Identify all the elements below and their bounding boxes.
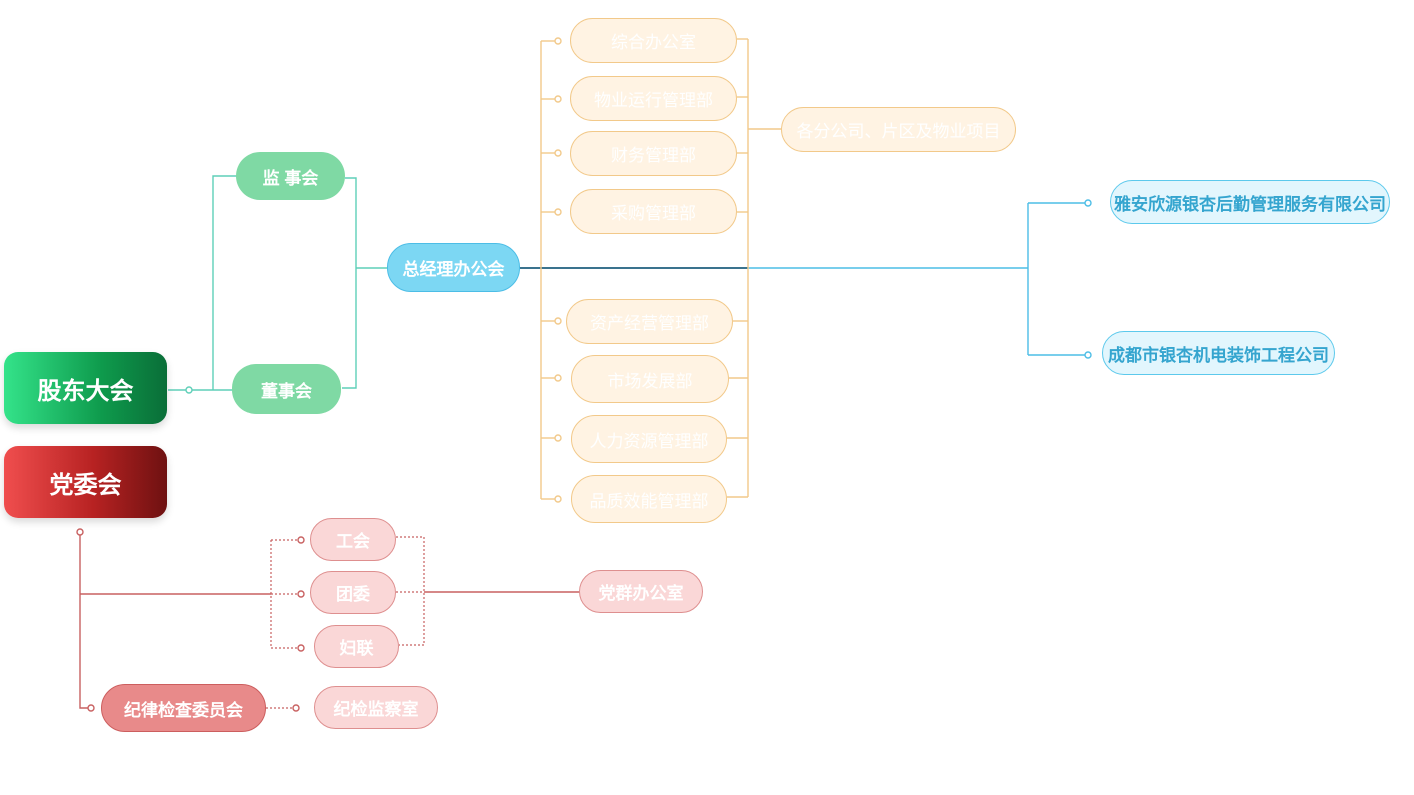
shareholders-meeting-node[interactable]: 股东大会 [4, 352, 167, 424]
department-node[interactable]: 采购管理部 [570, 189, 737, 234]
board-of-supervisors-node[interactable]: 监 事会 [236, 152, 345, 200]
party-junction-dots [76, 528, 305, 712]
subsidiary-label: 雅安欣源银杏后勤管理服务有限公司 [1114, 194, 1386, 214]
party-mass-office-label: 党群办公室 [598, 584, 684, 603]
junction-dot [185, 386, 193, 394]
party-connectors [79, 535, 580, 709]
party-dotted-connectors [266, 536, 425, 709]
department-label: 资产经营管理部 [590, 314, 709, 333]
department-label: 品质效能管理部 [589, 491, 709, 511]
womens-federation-label: 妇联 [339, 639, 374, 658]
trade-union-label: 工会 [336, 532, 370, 551]
discipline-office-label: 纪检监察室 [333, 700, 419, 719]
department-label: 市场发展部 [607, 371, 693, 391]
junction-dot [1084, 351, 1092, 359]
trade-union-node[interactable]: 工会 [310, 518, 396, 561]
discipline-committee-node[interactable]: 纪律检查委员会 [101, 684, 266, 732]
discipline-committee-label: 纪律检查委员会 [124, 700, 243, 720]
department-label: 采购管理部 [611, 204, 696, 223]
department-label: 财务管理部 [611, 146, 696, 165]
board-of-directors-node[interactable]: 董事会 [232, 364, 341, 414]
branches-label: 各分公司、片区及物业项目 [796, 122, 1001, 141]
subsidiary-node[interactable]: 雅安欣源银杏后勤管理服务有限公司 [1110, 180, 1390, 224]
womens-federation-node[interactable]: 妇联 [314, 625, 399, 668]
department-label: 人力资源管理部 [589, 431, 709, 451]
junction-dot [1084, 199, 1092, 207]
subsidiary-node[interactable]: 成都市银杏机电装饰工程公司 [1102, 331, 1335, 375]
department-node[interactable]: 资产经营管理部 [566, 299, 733, 344]
party-committee-label: 党委会 [49, 471, 122, 499]
party-committee-node[interactable]: 党委会 [4, 446, 167, 518]
governance-connectors [168, 175, 388, 391]
department-node[interactable]: 财务管理部 [570, 131, 737, 176]
department-label: 物业运行管理部 [594, 91, 713, 110]
shareholders-meeting-label: 股东大会 [37, 377, 134, 405]
board-of-supervisors-label: 监 事会 [262, 168, 319, 188]
subsidiary-label: 成都市银杏机电装饰工程公司 [1108, 345, 1329, 365]
department-node[interactable]: 市场发展部 [571, 355, 729, 403]
youth-league-node[interactable]: 团委 [310, 571, 396, 614]
discipline-office-node[interactable]: 纪检监察室 [314, 686, 438, 729]
department-node[interactable]: 综合办公室 [570, 18, 737, 63]
branches-node[interactable]: 各分公司、片区及物业项目 [781, 107, 1016, 152]
board-of-directors-label: 董事会 [261, 381, 312, 401]
party-mass-office-node[interactable]: 党群办公室 [579, 570, 703, 613]
department-node[interactable]: 物业运行管理部 [570, 76, 737, 121]
department-connectors [540, 38, 781, 500]
department-label: 综合办公室 [611, 33, 696, 52]
department-node[interactable]: 人力资源管理部 [571, 415, 727, 463]
subsidiary-connectors [748, 202, 1085, 356]
department-node[interactable]: 品质效能管理部 [571, 475, 727, 523]
department-junction-dots [554, 37, 562, 503]
gm-office-meeting-node[interactable]: 总经理办公会 [387, 243, 520, 292]
youth-league-label: 团委 [336, 585, 370, 604]
gm-office-meeting-label: 总经理办公会 [402, 260, 505, 279]
